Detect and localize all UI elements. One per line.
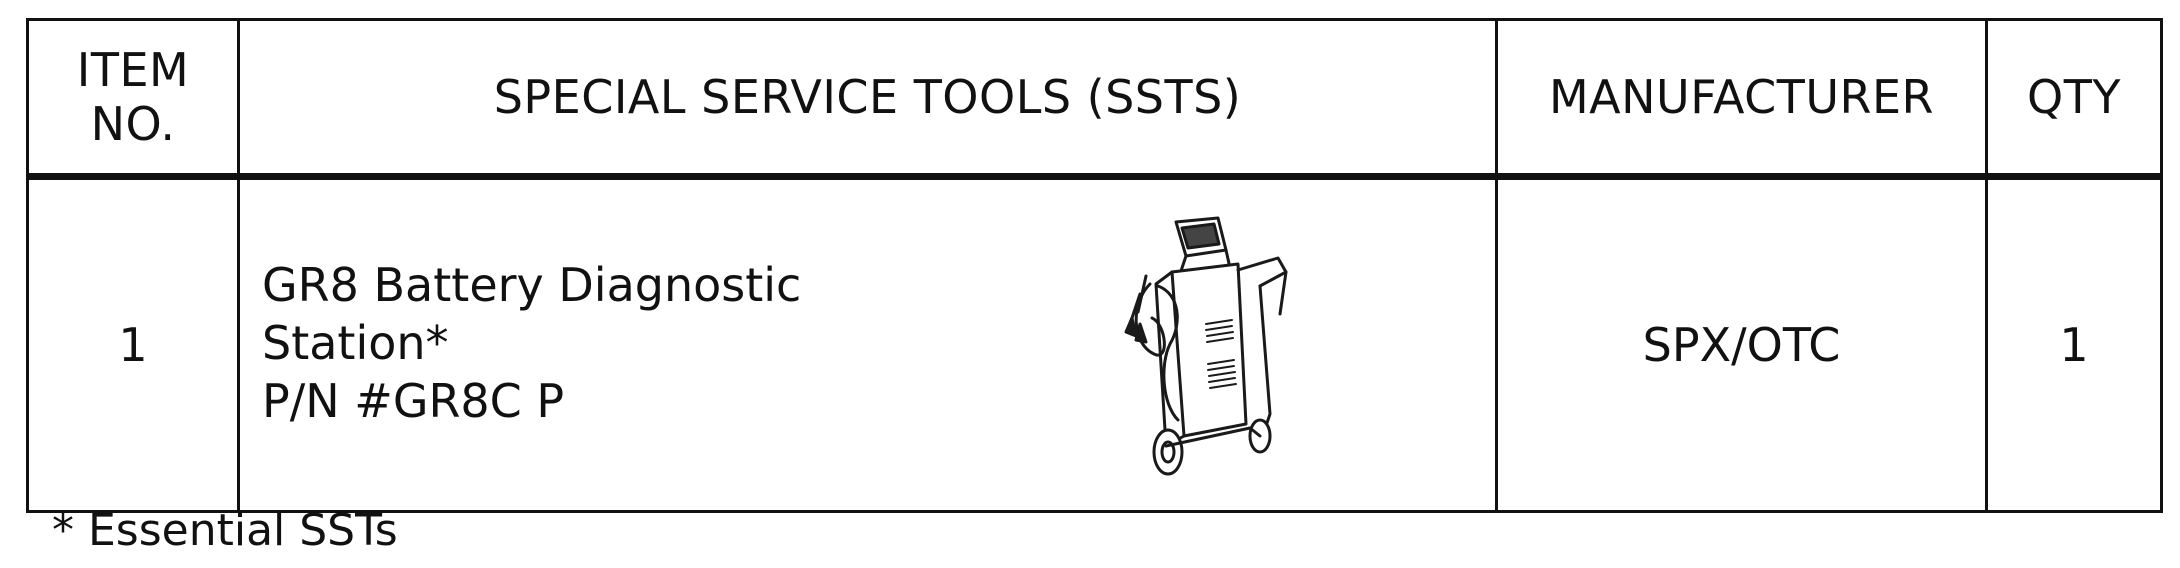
footnote: * Essential SSTs — [52, 505, 398, 556]
header-manufacturer: MANUFACTURER — [1495, 18, 1988, 180]
tool-name-line-2: Station* — [262, 316, 449, 370]
special-service-tools-table: ITEM NO. SPECIAL SERVICE TOOLS (SSTS) MA… — [26, 18, 2163, 513]
header-tools: SPECIAL SERVICE TOOLS (SSTS) — [237, 18, 1498, 180]
cell-manufacturer: SPX/OTC — [1495, 175, 1988, 513]
table-row: 1 GR8 Battery Diagnostic Station* P/N #G… — [26, 175, 2163, 513]
tool-name-line-1: GR8 Battery Diagnostic — [262, 258, 802, 312]
header-item-no: ITEM NO. — [26, 18, 240, 180]
table-header-row: ITEM NO. SPECIAL SERVICE TOOLS (SSTS) MA… — [26, 18, 2163, 180]
tool-description: GR8 Battery Diagnostic Station* P/N #GR8… — [262, 256, 801, 430]
cell-qty: 1 — [1985, 175, 2163, 513]
cell-tool: GR8 Battery Diagnostic Station* P/N #GR8… — [237, 175, 1498, 513]
battery-diagnostic-station-icon — [1124, 216, 1288, 476]
tool-part-number: P/N #GR8C P — [262, 374, 565, 428]
header-qty: QTY — [1985, 18, 2163, 180]
header-item-no-label: ITEM NO. — [76, 43, 190, 151]
cell-item-no: 1 — [26, 175, 240, 513]
